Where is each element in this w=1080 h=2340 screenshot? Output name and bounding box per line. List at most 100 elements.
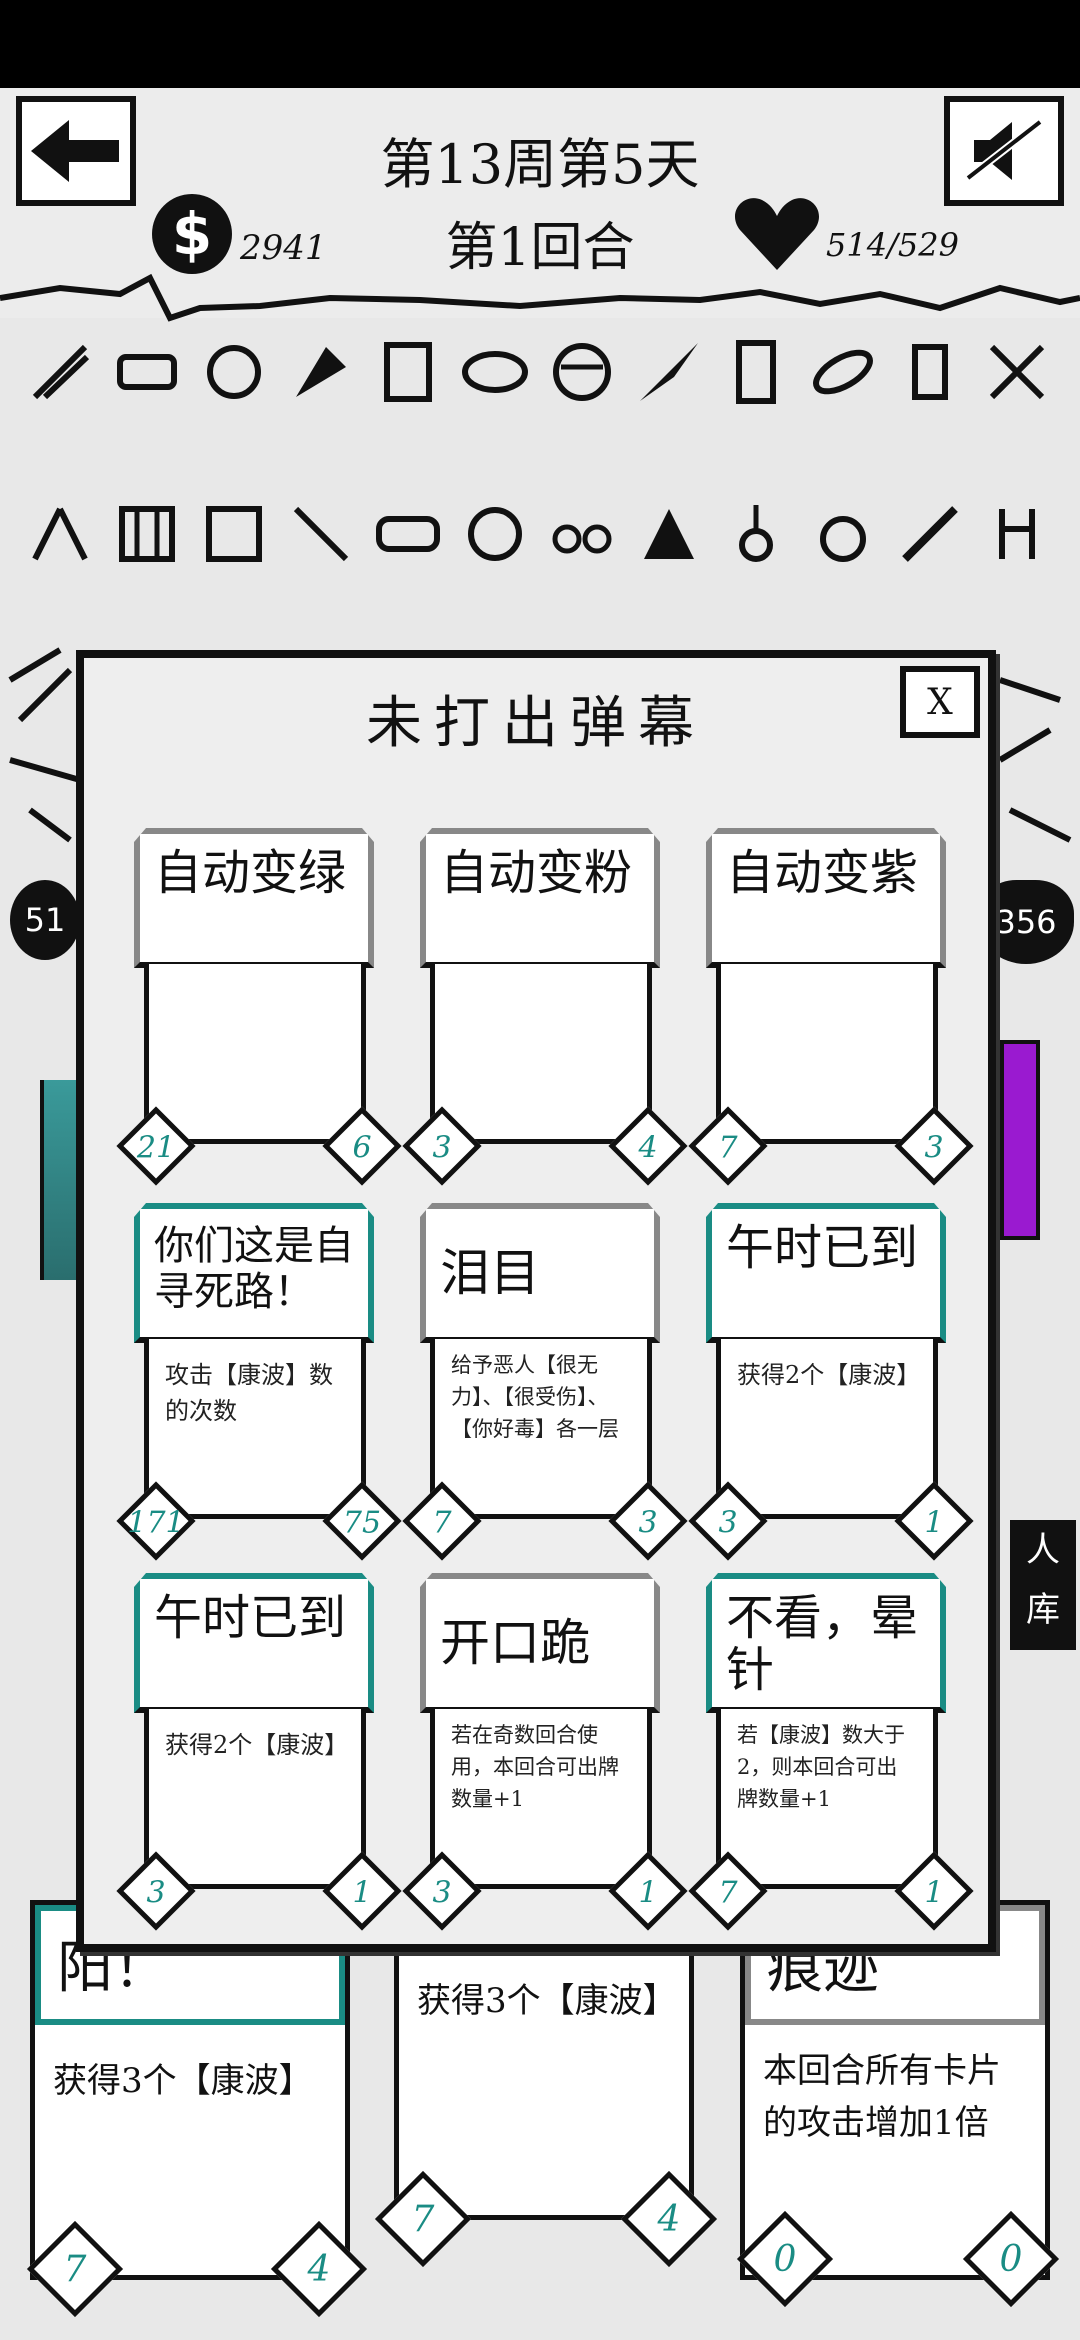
card-cost: 7 — [432, 1504, 452, 1540]
hand-card-cost-badge: 0 — [736, 2210, 834, 2308]
card-attack: 75 — [342, 1504, 382, 1540]
relic-item[interactable] — [542, 330, 622, 414]
card-title: 你们这是自寻死路！ — [134, 1203, 374, 1343]
relic-item[interactable] — [281, 492, 361, 576]
card[interactable]: 不看，晕针 若【康波】数大于2，则本回合可出牌数量+1 7 1 — [688, 1573, 974, 1931]
card-attack: 1 — [352, 1874, 372, 1910]
card-title: 午时已到 — [706, 1203, 946, 1343]
heart-icon — [735, 198, 819, 270]
relic-item[interactable] — [890, 492, 970, 576]
relic-item[interactable] — [890, 330, 970, 414]
relic-item[interactable] — [977, 330, 1057, 414]
relic-item[interactable] — [629, 492, 709, 576]
right-character — [1000, 1040, 1040, 1240]
hand-card-attack-badge: 4 — [620, 2170, 718, 2268]
relic-item[interactable] — [194, 492, 274, 576]
card-desc: 获得2个【康波】 — [716, 1339, 938, 1519]
back-button[interactable] — [16, 96, 136, 206]
relic-item[interactable] — [194, 330, 274, 414]
card[interactable]: 自动变紫 7 3 — [688, 828, 974, 1186]
relic-item[interactable] — [107, 492, 187, 576]
relic-item[interactable] — [107, 330, 187, 414]
card-attack: 3 — [638, 1504, 658, 1540]
hand-card-cost-badge: 7 — [26, 2220, 124, 2318]
card-title: 自动变绿 — [134, 828, 374, 968]
relic-item[interactable] — [803, 330, 883, 414]
relic-item[interactable] — [977, 492, 1057, 576]
mute-button[interactable] — [944, 96, 1064, 206]
relic-item[interactable] — [803, 492, 883, 576]
card-cost: 3 — [432, 1129, 452, 1165]
hand-card-cost: 7 — [63, 2248, 87, 2290]
relic-item[interactable] — [455, 330, 535, 414]
card[interactable]: 开口跪 若在奇数回合使用，本回合可出牌数量+1 3 1 — [402, 1573, 688, 1931]
hand-card-attack-badge: 4 — [270, 2220, 368, 2318]
close-button[interactable]: X — [900, 666, 980, 738]
relic-item[interactable] — [20, 330, 100, 414]
card-desc: 给予恶人【很无力】、【很受伤】、【你好毒】各一层 — [430, 1339, 652, 1519]
status-bar — [0, 0, 1080, 88]
card[interactable]: 泪目 给予恶人【很无力】、【很受伤】、【你好毒】各一层 7 3 — [402, 1203, 688, 1561]
relic-item[interactable] — [281, 330, 361, 414]
card-desc — [716, 964, 938, 1144]
card-title: 泪目 — [420, 1203, 660, 1343]
hand-card-cost: 0 — [773, 2238, 797, 2280]
card-attack: 4 — [638, 1129, 658, 1165]
card-title: 不看，晕针 — [706, 1573, 946, 1713]
card-cost: 21 — [136, 1129, 176, 1165]
week-day-label: 第13周第5天 — [380, 133, 700, 196]
relic-item[interactable] — [629, 330, 709, 414]
card-cost: 3 — [432, 1874, 452, 1910]
card-attack: 6 — [352, 1129, 372, 1165]
relic-item[interactable] — [455, 492, 535, 576]
card[interactable]: 午时已到 获得2个【康波】 3 1 — [688, 1203, 974, 1561]
torn-edge-divider — [0, 273, 1080, 322]
close-icon: X — [927, 681, 953, 723]
round-label: 第1回合 — [445, 218, 635, 278]
coin-icon: $ — [152, 194, 232, 274]
hand-card-1[interactable]: 阳！ 获得3个【康波】 7 4 — [26, 1900, 368, 2318]
relic-item-grid — [20, 330, 1060, 650]
deck-tag-label-1: 人 — [1026, 1530, 1060, 1570]
card-desc: 攻击【康波】数的次数 — [144, 1339, 366, 1519]
card-attack: 1 — [924, 1874, 944, 1910]
relic-item[interactable] — [716, 330, 796, 414]
card-cost: 7 — [718, 1129, 738, 1165]
hand-card-3[interactable]: 痕迹 本回合所有卡片的攻击增加1倍 0 0 — [736, 1900, 1060, 2308]
hand-card-cost: 7 — [411, 2198, 435, 2240]
relic-item[interactable] — [368, 492, 448, 576]
relic-item[interactable] — [542, 492, 622, 576]
deck-tag-label-2: 库 — [1026, 1590, 1060, 1630]
card[interactable]: 你们这是自寻死路！ 攻击【康波】数的次数 171 75 — [116, 1203, 402, 1561]
hand-card-attack: 4 — [657, 2198, 681, 2240]
card-desc: 获得2个【康波】 — [144, 1709, 366, 1889]
money-value: 2941 — [240, 228, 327, 268]
hand-card-attack: 0 — [999, 2238, 1023, 2280]
hand-card-desc: 获得3个【康波】 — [53, 2061, 313, 2101]
card-title: 自动变紫 — [706, 828, 946, 968]
card[interactable]: 自动变粉 3 4 — [402, 828, 688, 1186]
relic-item[interactable] — [20, 492, 100, 576]
card-title: 开口跪 — [420, 1573, 660, 1713]
relic-item[interactable] — [368, 330, 448, 414]
card-desc — [144, 964, 366, 1144]
deck-tag[interactable]: 人 库 — [1010, 1520, 1076, 1650]
hand-card-desc: 本回合所有卡片的攻击增加1倍 — [763, 2051, 1001, 2143]
card[interactable]: 午时已到 获得2个【康波】 3 1 — [116, 1573, 402, 1931]
hand-card-attack-badge: 0 — [962, 2210, 1060, 2308]
unplayed-cards-modal: 未打出弹幕 X 自动变绿 21 6 自动变粉 3 4 自动变紫 7 3 你们这是… — [76, 650, 996, 1952]
card-title: 自动变粉 — [420, 828, 660, 968]
back-arrow-icon — [31, 120, 119, 182]
hand-card-attack: 4 — [307, 2248, 331, 2290]
card-desc: 若在奇数回合使用，本回合可出牌数量+1 — [430, 1709, 652, 1889]
card-attack: 1 — [924, 1504, 944, 1540]
card-attack: 1 — [638, 1874, 658, 1910]
hp-value: 514/529 — [826, 226, 959, 264]
modal-title: 未打出弹幕 — [366, 691, 706, 756]
card[interactable]: 自动变绿 21 6 — [116, 828, 402, 1186]
hand-card-cost-badge: 7 — [374, 2170, 472, 2268]
card-cost: 7 — [718, 1874, 738, 1910]
background-scribbles — [8, 647, 1072, 843]
relic-item[interactable] — [716, 492, 796, 576]
card-desc — [430, 964, 652, 1144]
